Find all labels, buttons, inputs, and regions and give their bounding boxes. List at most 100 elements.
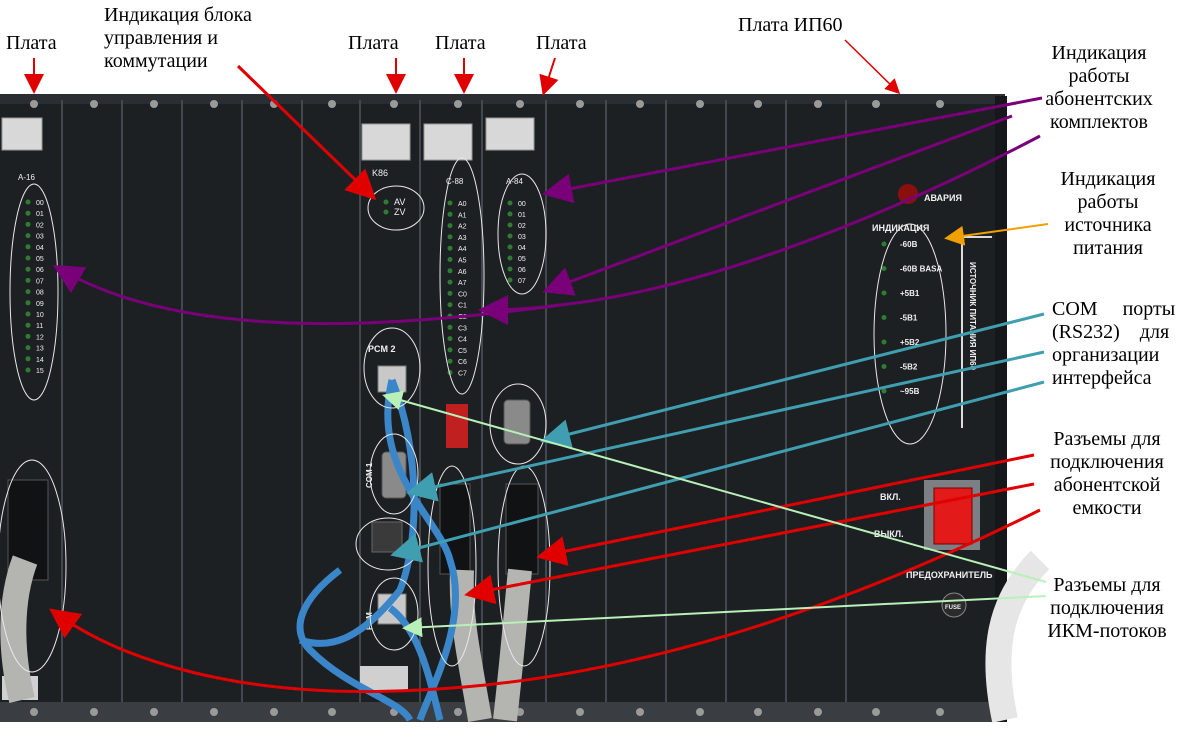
screw xyxy=(328,100,336,108)
pcm2-port-label: PCM 2 xyxy=(368,344,396,354)
c88-led-label: A3 xyxy=(458,235,467,242)
c88-led-label: A7 xyxy=(458,280,467,287)
a84-led-label: 04 xyxy=(518,245,526,252)
a16-led xyxy=(25,244,31,250)
a16-led-label: 02 xyxy=(36,222,44,229)
label-plata-a84: Плата xyxy=(536,32,587,54)
power-led xyxy=(881,266,887,271)
c88-led xyxy=(447,336,453,342)
screw xyxy=(30,708,38,716)
fuse-cap-label: FUSE xyxy=(945,605,961,611)
label-subscriber-indication-line-1: Индикация xyxy=(1051,42,1147,64)
arrow-subscriber-a84-top xyxy=(542,96,1043,204)
screw xyxy=(872,100,880,108)
arrow-conn-a84 xyxy=(536,453,1035,566)
white-cable-right xyxy=(985,550,1050,723)
c88-led xyxy=(447,257,453,262)
label-com-ports: COM порты (RS232) для организации интерф… xyxy=(1052,298,1188,390)
a16-led-label: 06 xyxy=(36,267,44,274)
label-subscriber-connectors-line-2: подключения xyxy=(1050,451,1164,473)
c88-led xyxy=(447,234,453,240)
c88-handle xyxy=(423,123,473,161)
label-pcm-connectors-line-3: ИКМ-потоков xyxy=(1047,620,1167,642)
a84-led xyxy=(507,200,513,206)
screw xyxy=(270,708,278,716)
a16-connector-ellipse xyxy=(0,459,67,673)
screw xyxy=(150,100,158,108)
c88-led xyxy=(447,324,453,330)
c88-led-label: A2 xyxy=(458,224,467,231)
com1-port-label: COM 1 xyxy=(365,462,374,488)
screw xyxy=(390,100,398,108)
label-plata-left: Плата xyxy=(6,32,57,54)
a16-led-label: 04 xyxy=(36,245,44,252)
power-led-label: +5В2 xyxy=(900,338,920,347)
label-plata-c88: Плата xyxy=(435,32,486,54)
arrow-plata-ip60 xyxy=(844,39,901,95)
label-power-indication-line-4: питания xyxy=(1073,237,1143,259)
screw xyxy=(576,708,584,716)
c88-led xyxy=(447,268,453,274)
a84-led-label: 02 xyxy=(518,223,526,230)
a16-led xyxy=(25,367,31,373)
off-label: ВЫКЛ. xyxy=(874,529,904,539)
label-plata-k86: Плата xyxy=(348,32,399,54)
arrow-indication-block xyxy=(236,64,377,201)
a84-led-label: 05 xyxy=(518,256,526,263)
power-led-ellipse xyxy=(873,223,947,445)
a84-led xyxy=(507,244,513,250)
a16-led-label: 14 xyxy=(36,357,44,364)
label-pcm-connectors: Разъемы для подключения ИКМ-потоков xyxy=(1036,574,1178,643)
c88-led xyxy=(447,245,453,251)
grey-cable-left xyxy=(0,555,38,704)
label-subscriber-indication-line-4: комплектов xyxy=(1050,111,1148,133)
power-led xyxy=(881,241,887,247)
slot-dividers xyxy=(61,100,847,702)
label-com-ports-line-4: интерфейса xyxy=(1052,367,1152,389)
power-led xyxy=(881,339,887,345)
screw xyxy=(516,100,524,108)
a16-led-label: 09 xyxy=(36,301,44,308)
a84-led-label: 01 xyxy=(518,212,526,219)
c88-led xyxy=(447,200,453,206)
c88-led-label: A5 xyxy=(458,258,467,265)
a84-led xyxy=(507,233,513,239)
c88-led-label: C3 xyxy=(458,325,467,332)
arrow-com-a84 xyxy=(540,312,1045,449)
label-pcm-connectors-line-1: Разъемы для xyxy=(1053,574,1161,596)
screw xyxy=(210,100,218,108)
blue-cable-3 xyxy=(296,567,414,722)
c88-led-label: C5 xyxy=(458,348,467,355)
alarm-label: АВАРИЯ xyxy=(924,193,962,203)
a84-led-label: 07 xyxy=(518,278,526,285)
c88-led xyxy=(447,223,453,229)
k86-led xyxy=(383,199,389,205)
screw xyxy=(150,708,158,716)
top-rail xyxy=(0,94,1005,104)
a16-led-label: 11 xyxy=(36,323,43,330)
a16-led xyxy=(25,356,31,362)
a16-led xyxy=(25,233,31,239)
label-indication-block-line-1: Индикация блока xyxy=(104,4,252,26)
a16-led xyxy=(25,210,31,216)
a84-handle xyxy=(485,117,535,151)
screw xyxy=(576,100,584,108)
c88-led-label: A6 xyxy=(458,269,467,276)
a84-led xyxy=(507,266,513,272)
power-led-label: -5В1 xyxy=(900,314,918,323)
screw xyxy=(936,100,944,108)
screw xyxy=(636,708,644,716)
a84-led xyxy=(507,222,513,228)
screw xyxy=(30,100,38,108)
c88-led-label: C7 xyxy=(458,371,467,378)
screw xyxy=(754,708,762,716)
a16-led xyxy=(25,300,31,306)
k86-board-label: K86 xyxy=(372,168,388,178)
screw xyxy=(328,708,336,716)
fuse-holder xyxy=(941,592,967,618)
label-com-ports-line-1: COM порты xyxy=(1052,298,1176,320)
